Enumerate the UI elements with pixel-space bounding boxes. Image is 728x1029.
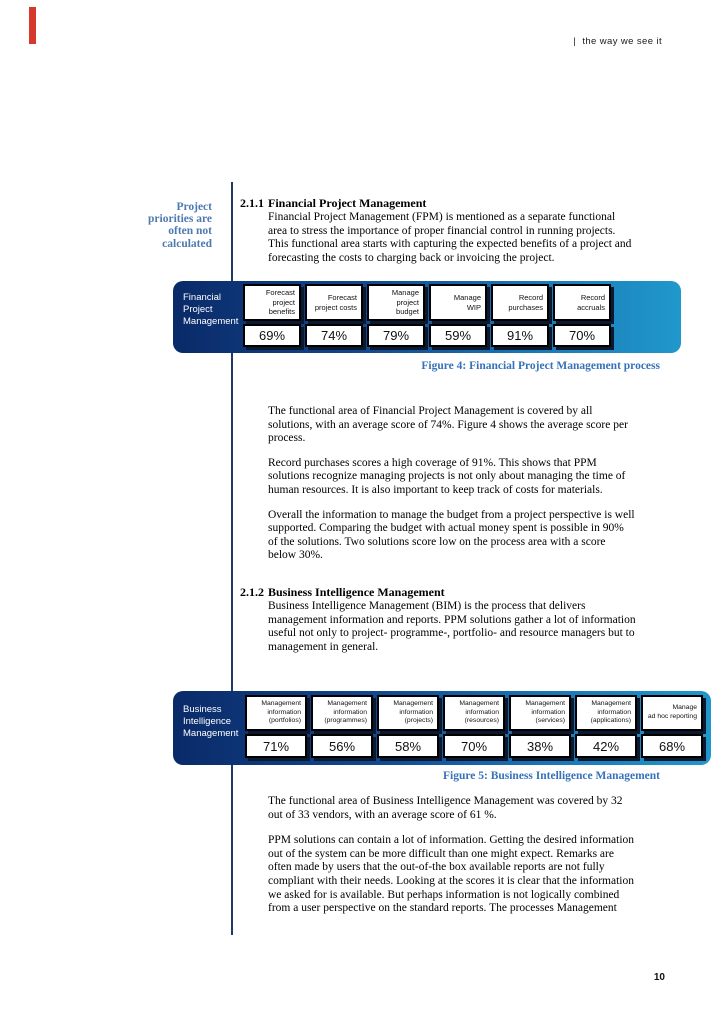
fig4-discussion: The functional area of Financial Project… — [268, 405, 664, 574]
paragraph: The functional area of Business Intellig… — [268, 795, 623, 821]
process-column: Management information (portfolios) 71% — [245, 695, 307, 758]
header-tagline: | the way we see it — [573, 36, 662, 47]
paragraph: Overall the information to manage the bu… — [268, 508, 635, 562]
process-score: 56% — [311, 734, 373, 758]
process-column: Management information (services) 38% — [509, 695, 571, 758]
figure4-diagram: Financial Project Management Forecast pr… — [173, 281, 681, 353]
process-name: Record accruals — [553, 284, 611, 321]
vertical-rule — [231, 182, 233, 935]
process-column: Record accruals 70% — [553, 284, 611, 347]
process-column: Record purchases 91% — [491, 284, 549, 347]
process-name: Management information (programmes) — [311, 695, 373, 731]
process-score: 71% — [245, 734, 307, 758]
figure4-process-columns: Forecast project benefits 69% Forecast p… — [243, 284, 615, 347]
figure5-process-columns: Management information (portfolios) 71% … — [245, 695, 707, 758]
process-name: Manage ad hoc reporting — [641, 695, 703, 731]
process-column: Forecast project costs 74% — [305, 284, 363, 347]
process-column: Forecast project benefits 69% — [243, 284, 301, 347]
process-score: 58% — [377, 734, 439, 758]
process-column: Manage WIP 59% — [429, 284, 487, 347]
section-number: 2.1.2 — [240, 585, 264, 599]
page-number: 10 — [653, 972, 665, 983]
process-score: 69% — [243, 324, 301, 347]
process-score: 42% — [575, 734, 637, 758]
section-title: Business Intelligence Management — [268, 585, 445, 599]
process-score: 70% — [553, 324, 611, 347]
process-column: Manage ad hoc reporting 68% — [641, 695, 703, 758]
process-column: Manage project budget 79% — [367, 284, 425, 347]
process-name: Management information (applications) — [575, 695, 637, 731]
figure5-caption: Figure 5: Business Intelligence Manageme… — [443, 770, 660, 782]
fig5-discussion: The functional area of Business Intellig… — [268, 795, 664, 927]
figure4-caption: Figure 4: Financial Project Management p… — [421, 360, 660, 372]
process-name: Manage WIP — [429, 284, 487, 321]
process-column: Management information (applications) 42… — [575, 695, 637, 758]
paragraph: The functional area of Financial Project… — [268, 405, 628, 445]
section-heading-212: 2.1.2 Business Intelligence Management — [240, 585, 445, 600]
process-score: 91% — [491, 324, 549, 347]
process-column: Management information (programmes) 56% — [311, 695, 373, 758]
process-name: Management information (portfolios) — [245, 695, 307, 731]
process-score: 68% — [641, 734, 703, 758]
process-name: Forecast project costs — [305, 284, 363, 321]
process-name: Manage project budget — [367, 284, 425, 321]
section-title: Financial Project Management — [268, 196, 427, 210]
paragraph: Record purchases scores a high coverage … — [268, 456, 626, 496]
process-score: 74% — [305, 324, 363, 347]
brand-mark — [29, 7, 36, 44]
figure5-diagram: Business Intelligence Management Managem… — [173, 691, 711, 765]
process-score: 70% — [443, 734, 505, 758]
figure5-label: Business Intelligence Management — [183, 704, 239, 739]
process-name: Management information (services) — [509, 695, 571, 731]
section-body-211: Financial Project Management (FPM) is me… — [268, 211, 632, 264]
process-score: 79% — [367, 324, 425, 347]
process-score: 59% — [429, 324, 487, 347]
section-body-212: Business Intelligence Management (BIM) i… — [268, 600, 636, 653]
process-name: Management information (resources) — [443, 695, 505, 731]
figure4-label: Financial Project Management — [183, 292, 239, 327]
process-name: Management information (projects) — [377, 695, 439, 731]
margin-note: Project priorities are often not calcula… — [148, 201, 212, 250]
process-name: Forecast project benefits — [243, 284, 301, 321]
process-column: Management information (resources) 70% — [443, 695, 505, 758]
section-heading-211: 2.1.1 Financial Project Management — [240, 196, 426, 211]
paragraph: PPM solutions can contain a lot of infor… — [268, 834, 635, 915]
process-score: 38% — [509, 734, 571, 758]
process-name: Record purchases — [491, 284, 549, 321]
process-column: Management information (projects) 58% — [377, 695, 439, 758]
section-number: 2.1.1 — [240, 196, 264, 210]
